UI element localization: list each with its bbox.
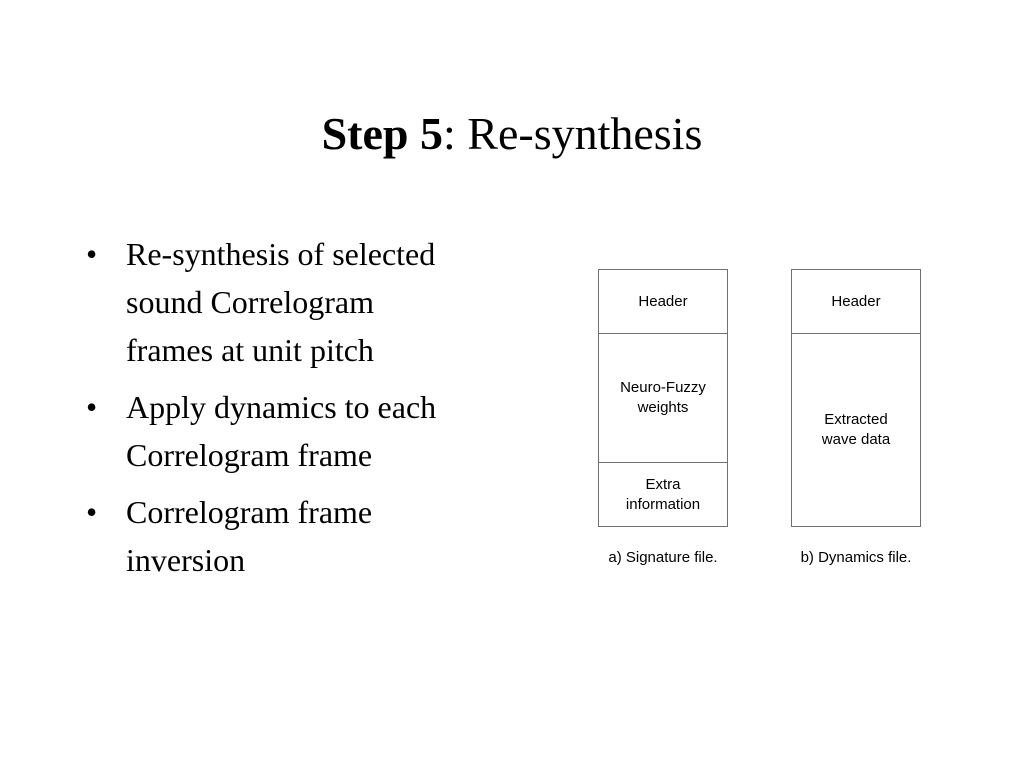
dynamics-file-box: Header Extracted wave data (791, 269, 921, 527)
bullet-item-resynthesis: • Re-synthesis of selected sound Correlo… (86, 230, 536, 374)
slide-title: Step 5: Re-synthesis (0, 104, 1024, 164)
signature-extra-label-line: Extra (645, 475, 681, 493)
bullet-marker: • (86, 389, 98, 425)
signature-weights-label-line: weights (637, 399, 689, 416)
dynamics-header-section: Header (792, 270, 920, 334)
signature-extra-label-line: information (625, 495, 701, 513)
dynamics-data-label-line: Extracted (824, 411, 888, 428)
title-step-label: Step 5 (321, 108, 443, 159)
dynamics-file-caption: b) Dynamics file. (800, 549, 912, 566)
bullet-list: • Re-synthesis of selected sound Correlo… (86, 230, 536, 593)
bullet-text-line: sound Correlogram (126, 284, 374, 320)
signature-weights-label-line: Neuro-Fuzzy (620, 379, 706, 396)
bullet-marker: • (86, 236, 98, 272)
dynamics-data-section: Extracted wave data (792, 334, 920, 526)
bullet-marker: • (86, 494, 98, 530)
bullet-text-line: Correlogram frame (126, 437, 373, 473)
signature-file-caption: a) Signature file. (608, 549, 718, 566)
signature-header-label: Header (638, 292, 688, 310)
bullet-text-line: Re-synthesis of selected (126, 236, 436, 272)
dynamics-header-label: Header (831, 292, 881, 310)
bullet-item-inversion: • Correlogram frame inversion (86, 488, 536, 584)
dynamics-data-label-line: wave data (821, 431, 891, 448)
bullet-text-line: frames at unit pitch (126, 332, 374, 368)
title-step-name: : Re-synthesis (443, 108, 703, 159)
bullet-item-apply-dynamics: • Apply dynamics to each Correlogram fra… (86, 383, 536, 479)
signature-header-section: Header (599, 270, 727, 334)
bullet-text-line: inversion (126, 542, 246, 578)
signature-file-box: Header Neuro-Fuzzy weights Extra informa… (598, 269, 728, 527)
bullet-text-line: Correlogram frame (126, 494, 373, 530)
bullet-text-line: Apply dynamics to each (126, 389, 437, 425)
signature-weights-section: Neuro-Fuzzy weights (599, 334, 727, 463)
signature-extra-section: Extra information (599, 463, 727, 526)
